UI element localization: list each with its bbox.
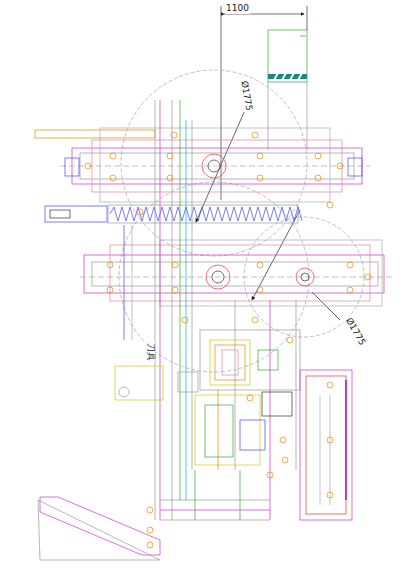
bolt <box>247 395 253 401</box>
part-name: 刀具 <box>145 342 155 362</box>
bolt <box>252 132 258 138</box>
bolt <box>171 132 177 138</box>
bolt <box>280 437 286 443</box>
bolt <box>282 457 288 463</box>
frame-column <box>124 100 296 520</box>
bolt <box>287 337 293 343</box>
dimension-text: 1100 <box>225 4 250 14</box>
bolt <box>107 262 113 268</box>
bolt <box>167 175 173 181</box>
bolt <box>137 209 143 215</box>
bolt <box>172 287 178 293</box>
swing-circle <box>119 70 364 372</box>
bolt <box>107 287 113 293</box>
bolt <box>147 507 153 513</box>
right-frame <box>300 370 352 520</box>
bolt <box>252 317 258 323</box>
bolt <box>172 262 178 268</box>
lower-rail <box>80 240 395 306</box>
bolt <box>257 262 263 268</box>
bolt <box>182 317 188 323</box>
bolt <box>167 153 173 159</box>
bolt <box>327 202 333 208</box>
bolt <box>315 153 321 159</box>
bolt <box>110 153 116 159</box>
bolt <box>347 287 353 293</box>
diameter-text: Ø1775 <box>343 316 368 349</box>
bolt <box>257 175 263 181</box>
drive-unit <box>115 330 300 470</box>
bolt <box>365 274 371 280</box>
bolt <box>327 492 333 498</box>
bolt <box>257 287 263 293</box>
diameter-text: Ø1775 <box>238 79 253 112</box>
top-box <box>268 30 307 150</box>
bolt <box>327 437 333 443</box>
bolt <box>85 163 91 169</box>
bolt <box>110 175 116 181</box>
lead-screw <box>45 205 302 223</box>
bolt <box>327 382 333 388</box>
bolt <box>347 262 353 268</box>
bolt <box>315 175 321 181</box>
bolt <box>147 542 153 548</box>
base-frame <box>38 470 270 560</box>
dimension-line <box>221 6 307 200</box>
bolt <box>337 163 343 169</box>
upper-rail <box>35 128 370 202</box>
bolt <box>257 153 263 159</box>
bolt <box>147 527 153 533</box>
bolt <box>267 472 273 478</box>
